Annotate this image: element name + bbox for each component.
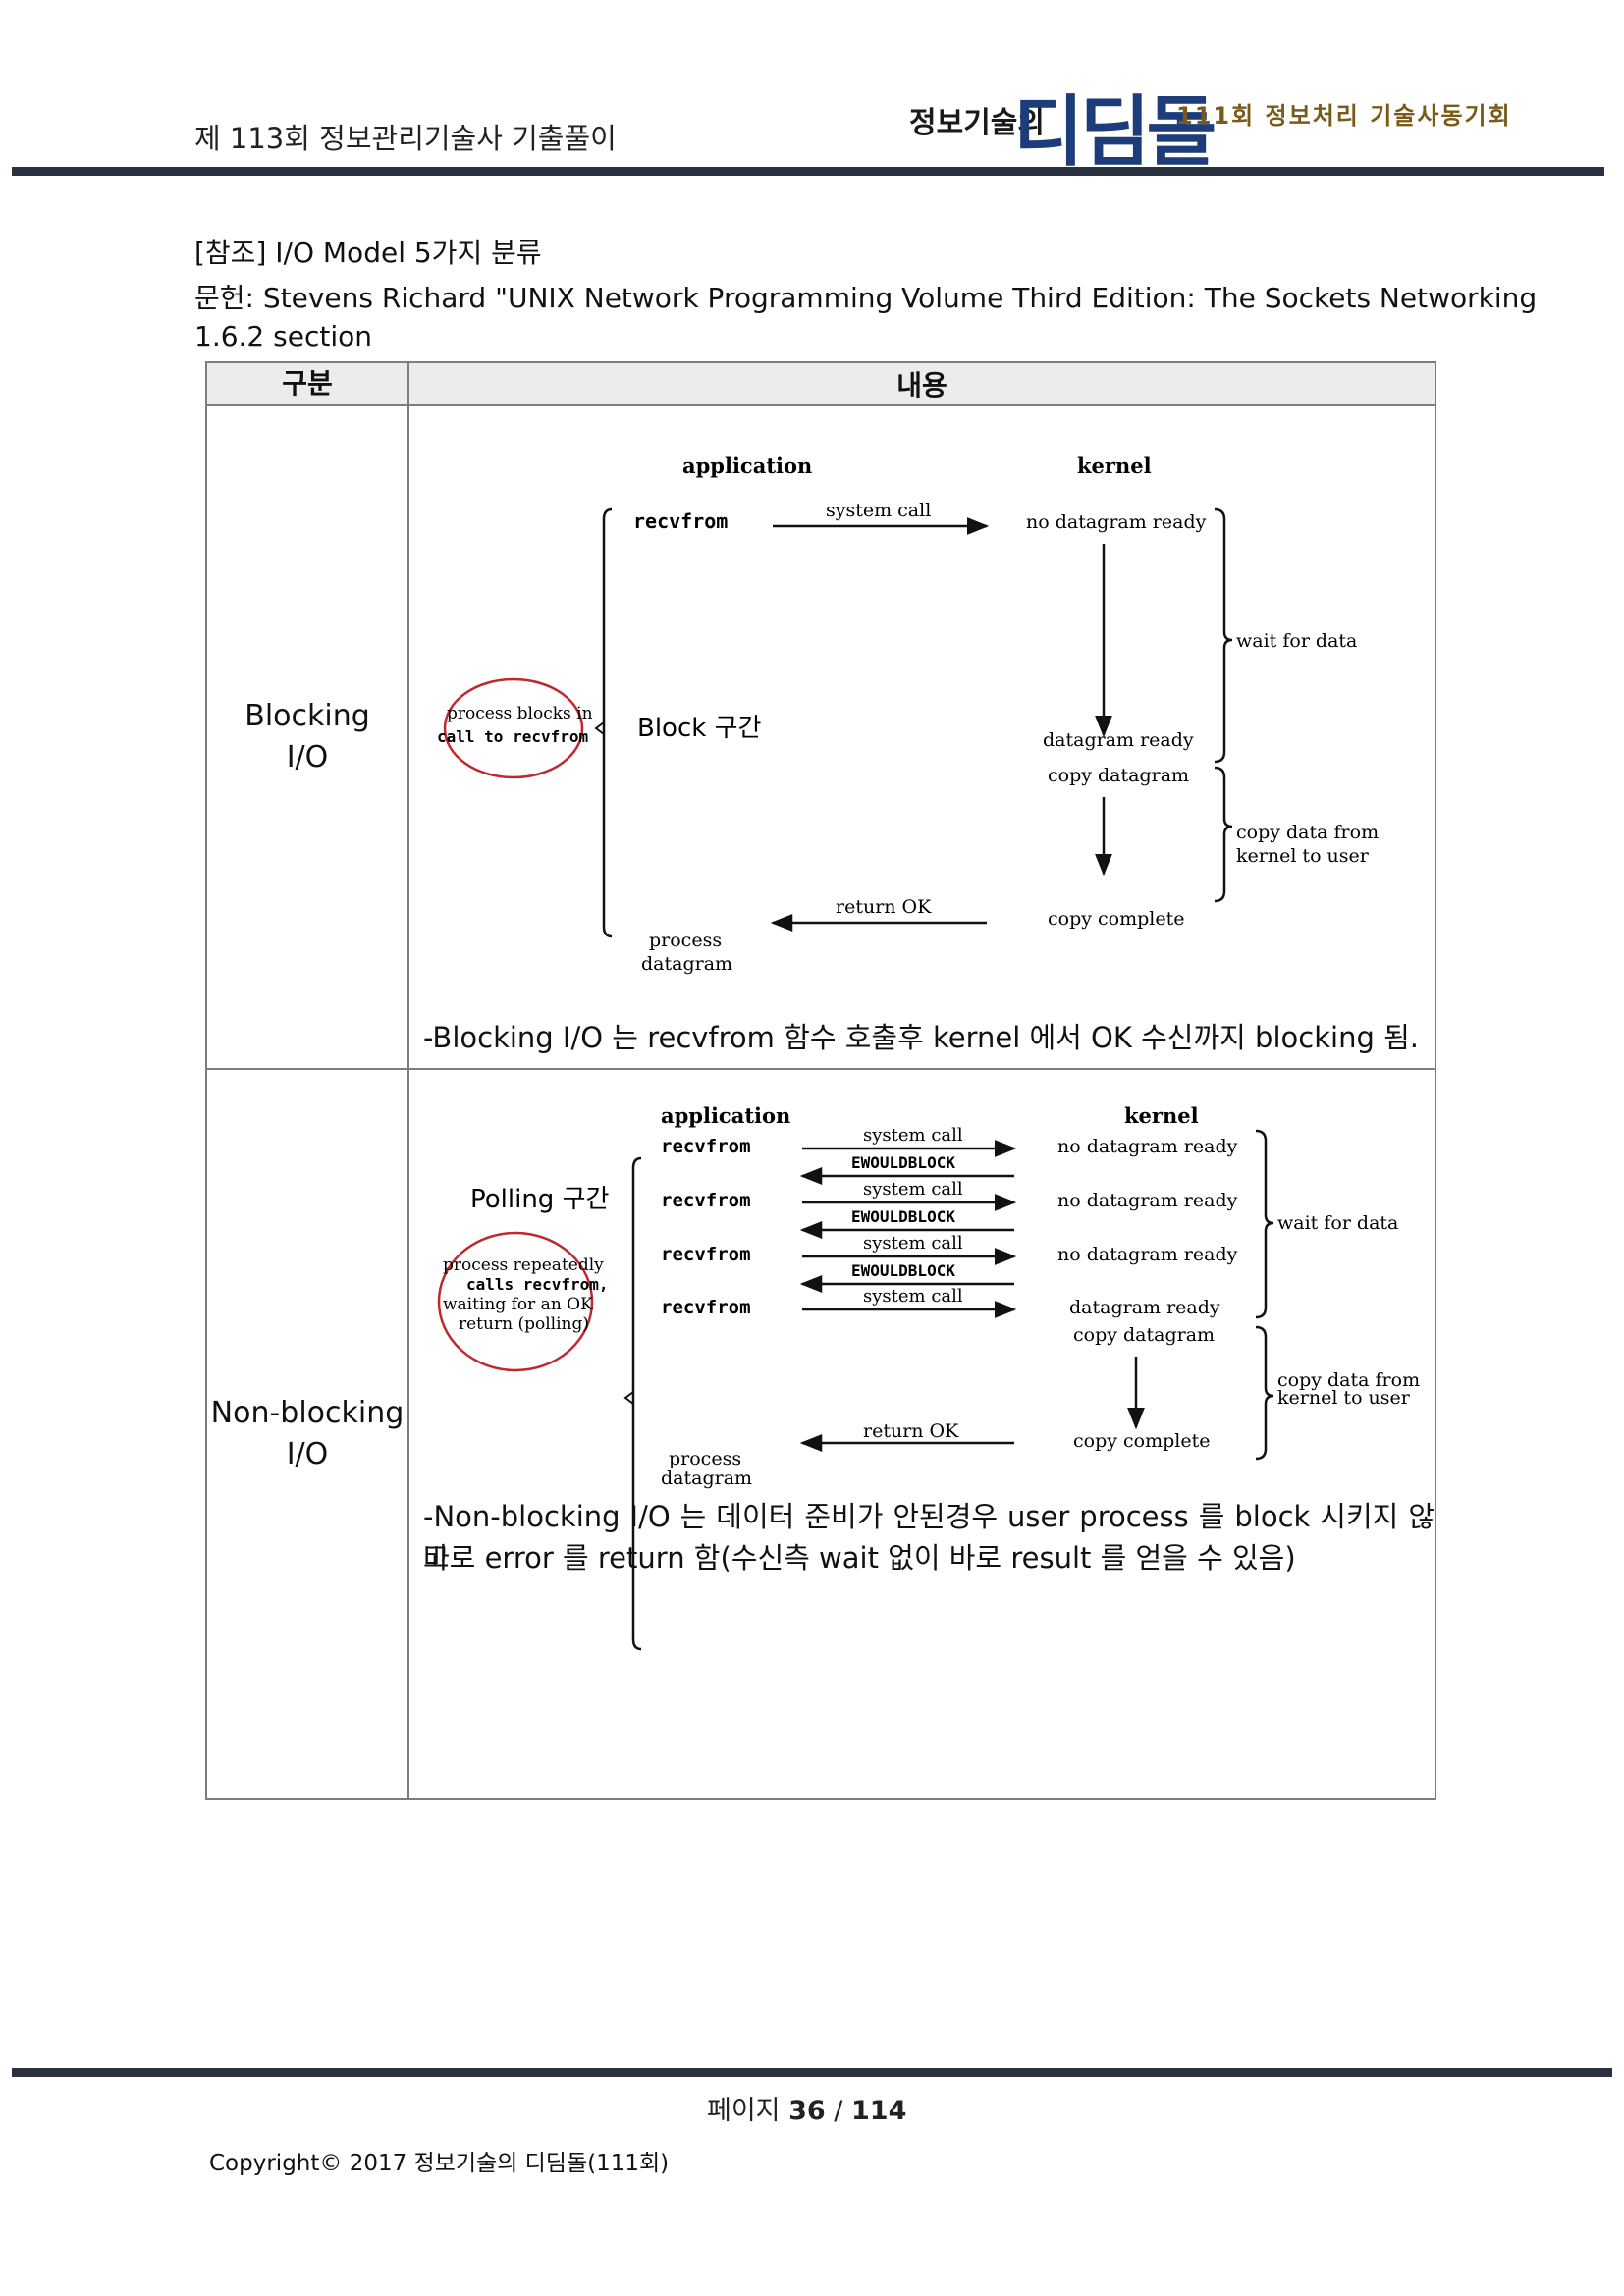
ewouldblock-label: EWOULDBLOCK [851, 1153, 955, 1172]
wait-for-data-label: wait for data [1236, 630, 1357, 652]
reference-citation: 문헌: Stevens Richard "UNIX Network Progra… [194, 282, 1538, 314]
page-total: 114 [851, 2096, 907, 2126]
polling-section-label: Polling 구간 [470, 1185, 609, 1214]
row-label-nonblocking: Non-blocking I/O [205, 1068, 409, 1800]
page-label: 페이지 [707, 2096, 781, 2126]
process-label-2: datagram [641, 953, 732, 975]
no-datagram-ready-label: no datagram ready [1057, 1136, 1238, 1157]
no-datagram-ready-label: no datagram ready [1057, 1244, 1238, 1265]
blocking-highlight-circle [443, 677, 584, 779]
system-call-label: system call [863, 1233, 963, 1254]
circle-text-1: process blocks in [447, 704, 593, 723]
table-row: Blocking I/O application kernel recvfrom… [205, 404, 1436, 1070]
page-current: 36 [788, 2096, 826, 2126]
ewouldblock-label: EWOULDBLOCK [851, 1207, 955, 1226]
table-header-row: 구분 내용 [205, 361, 1436, 406]
logo-main-text: 디딤돌 [1013, 88, 1217, 177]
reference-section: 1.6.2 section [194, 320, 372, 352]
logo-subtitle: 111회 정보처리 기술사동기회 [1176, 102, 1512, 130]
row-label-line2: I/O [286, 740, 329, 774]
kernel-label: kernel [1124, 1103, 1199, 1128]
wait-brace [1255, 1129, 1274, 1319]
poll-step-3: recvfrom system call no datagram ready E… [661, 1233, 1238, 1293]
row-content-nonblocking: application kernel Polling 구간 recvfrom s… [407, 1068, 1436, 1800]
block-section-label: Block 구간 [637, 714, 761, 743]
system-call-label: system call [863, 1286, 963, 1307]
nonblocking-io-diagram: application kernel Polling 구간 recvfrom s… [437, 1103, 1420, 1651]
copy-brace [1214, 766, 1233, 903]
column-header-category: 구분 [205, 361, 409, 406]
copy-data-line1: copy data from [1277, 1369, 1420, 1391]
footer-divider [12, 2068, 1612, 2077]
poll-step-4: recvfrom system call datagram ready [661, 1286, 1220, 1318]
polling-highlight-circle [437, 1231, 594, 1372]
nonblocking-note-line2: 바로 error 를 return 함(수신측 wait 없이 바로 resul… [423, 1541, 1296, 1575]
wait-brace [1214, 507, 1233, 764]
row-label-line2: I/O [286, 1437, 329, 1471]
poll-step-1: recvfrom system call no datagram ready E… [661, 1125, 1238, 1185]
copy-data-line1: copy data from [1236, 822, 1379, 843]
reference-title: [참조] I/O Model 5가지 분류 [194, 237, 542, 269]
datagram-ready-label: datagram ready [1069, 1297, 1220, 1318]
page-separator: / [834, 2096, 843, 2126]
copy-complete-label: copy complete [1048, 908, 1184, 930]
wait-for-data-label: wait for data [1277, 1212, 1398, 1234]
system-call-label: system call [826, 500, 931, 521]
circle-text-1: process repeatedly [443, 1255, 604, 1275]
document-header-title: 제 113회 정보관리기술사 기출풀이 [194, 122, 617, 155]
app-label: application [661, 1103, 790, 1128]
copy-data-line2: kernel to user [1236, 845, 1370, 867]
table-row: Non-blocking I/O application kernel Poll… [205, 1068, 1436, 1800]
row-label-line1: Non-blocking [210, 1396, 405, 1430]
system-call-label: system call [863, 1125, 963, 1146]
logo-small-text: 정보기술의 [909, 106, 1045, 140]
kernel-label: kernel [1077, 454, 1152, 478]
app-brace [602, 507, 613, 938]
row-label-line1: Blocking [244, 699, 370, 733]
recvfrom-call: recvfrom [661, 1244, 751, 1265]
blocking-note: -Blocking I/O 는 recvfrom 함수 호출후 kernel 에… [423, 1021, 1419, 1054]
app-brace-tip [623, 1391, 634, 1405]
no-datagram-ready-label: no datagram ready [1026, 511, 1207, 533]
circle-text-4: return (polling) [459, 1314, 589, 1334]
copy-brace [1255, 1325, 1274, 1461]
process-label-2: datagram [661, 1468, 752, 1489]
recvfrom-call: recvfrom [661, 1190, 751, 1211]
circle-text-2: call to recvfrom [437, 727, 588, 746]
app-brace-tip [594, 721, 605, 735]
copy-data-line2: kernel to user [1277, 1387, 1411, 1409]
copy-datagram-label: copy datagram [1073, 1324, 1215, 1346]
recvfrom-call: recvfrom [633, 509, 728, 533]
nonblocking-note-line1: -Non-blocking I/O 는 데이터 준비가 안된경우 user pr… [423, 1500, 1435, 1575]
row-content-blocking: application kernel recvfrom system call … [407, 404, 1436, 1070]
page-number: 페이지 36 / 114 [707, 2089, 906, 2127]
process-label-1: process [649, 930, 722, 951]
circle-text-2: calls recvfrom, [466, 1275, 609, 1294]
copy-complete-label: copy complete [1073, 1430, 1210, 1452]
column-header-content: 내용 [407, 361, 1436, 406]
system-call-label: system call [863, 1179, 963, 1200]
datagram-ready-label: datagram ready [1043, 729, 1194, 751]
copyright-text: Copyright© 2017 정보기술의 디딤돌(111회) [209, 2151, 670, 2176]
no-datagram-ready-label: no datagram ready [1057, 1190, 1238, 1211]
return-ok-label: return OK [836, 896, 932, 918]
header-divider [12, 167, 1604, 176]
recvfrom-call: recvfrom [661, 1136, 751, 1157]
circle-text-3: waiting for an OK [443, 1295, 593, 1314]
app-label: application [682, 454, 812, 478]
io-model-table: 구분 내용 Blocking I/O application kernel re… [205, 361, 1436, 1800]
row-label-blocking: Blocking I/O [205, 404, 409, 1070]
return-ok-label: return OK [863, 1420, 959, 1442]
blocking-io-diagram: application kernel recvfrom system call … [437, 454, 1379, 975]
process-label-1: process [669, 1448, 741, 1469]
poll-step-2: recvfrom system call no datagram ready E… [661, 1179, 1238, 1239]
copy-datagram-label: copy datagram [1048, 765, 1189, 786]
recvfrom-call: recvfrom [661, 1297, 751, 1318]
ewouldblock-label: EWOULDBLOCK [851, 1261, 955, 1280]
